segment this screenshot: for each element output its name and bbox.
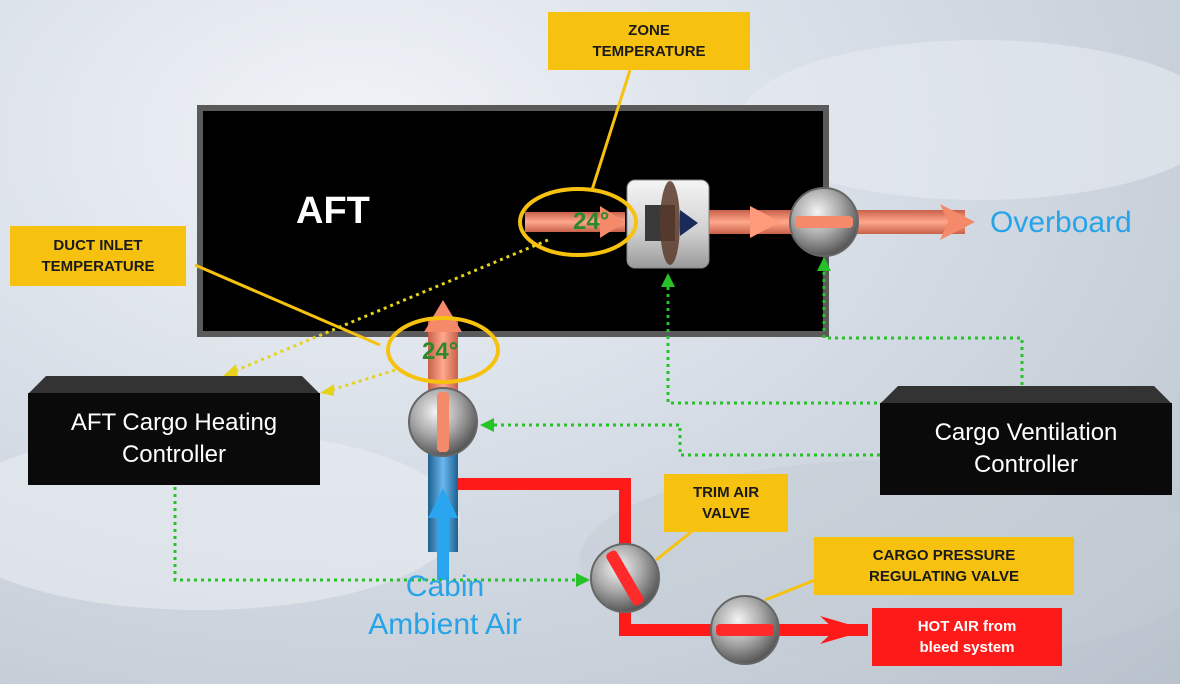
trim-air-valve-icon[interactable] xyxy=(590,543,660,613)
cprv-callout-leader xyxy=(764,576,821,602)
trim-air-valve-callout: TRIM AIR VALVE xyxy=(664,474,788,532)
vent-to-outflow-signal xyxy=(822,262,1024,385)
fan-signal-arrowhead xyxy=(661,273,675,287)
heating-signal-arrowhead xyxy=(576,573,590,587)
vent-signal-arrowhead xyxy=(480,418,494,432)
zone-sensor-arrowhead xyxy=(222,364,238,377)
zone-temperature-text: ZONE TEMPERATURE xyxy=(592,22,706,60)
duct-inlet-temperature-callout: DUCT INLET TEMPERATURE xyxy=(10,226,186,286)
fan-icon xyxy=(626,179,710,269)
cabin-ambient-air-label: Cabin Ambient Air xyxy=(340,568,550,644)
cprv-callout: CARGO PRESSURE REGULATING VALVE xyxy=(814,537,1074,595)
zone-sensor-signal xyxy=(224,238,549,377)
zone-temperature-callout: ZONE TEMPERATURE xyxy=(548,12,750,70)
vent-to-fan-signal xyxy=(666,278,905,405)
outflow-arrowhead xyxy=(750,206,780,238)
cabin-air-arrowhead xyxy=(428,488,458,518)
zone-temp-sensor xyxy=(518,187,638,257)
duct-callout-leader xyxy=(194,263,381,347)
heating-controller-label: AFT Cargo Heating Controller xyxy=(70,409,278,468)
cabin-air-arrow-shaft xyxy=(437,510,449,580)
ventilation-controller-top xyxy=(880,386,1172,404)
zone-callout-leader xyxy=(590,69,632,191)
hot-air-text: HOT AIR from bleed system xyxy=(917,618,1017,656)
cabin-air-valve-icon[interactable] xyxy=(408,387,478,457)
cargo-ventilation-controller[interactable]: Cargo Ventilation Controller xyxy=(880,403,1172,495)
outflow-valve-icon[interactable] xyxy=(789,187,859,257)
heating-to-trim-signal xyxy=(173,487,585,582)
cprv-text: CARGO PRESSURE REGULATING VALVE xyxy=(869,547,1019,585)
ventilation-controller-label: Cargo Ventilation Controller xyxy=(934,419,1118,478)
hot-air-source-box: HOT AIR from bleed system xyxy=(872,608,1062,666)
zone-air-arrowhead xyxy=(600,206,625,238)
trim-air-valve-text: TRIM AIR VALVE xyxy=(692,484,760,522)
duct-sensor-arrowhead xyxy=(320,384,334,396)
overboard-label: Overboard xyxy=(990,206,1132,239)
pressure-regulating-valve-icon[interactable] xyxy=(710,595,780,665)
compartment-label: AFT xyxy=(296,190,370,232)
cabin-ambient-air-text: Cabin Ambient Air xyxy=(368,570,522,641)
cloud-shape xyxy=(740,40,1180,200)
duct-temp-sensor xyxy=(386,316,500,384)
duct-inlet-temperature-text: DUCT INLET TEMPERATURE xyxy=(41,237,155,275)
zone-temperature-reading: 24° xyxy=(573,208,610,235)
duct-sensor-signal xyxy=(324,368,396,394)
duct-temperature-reading: 24° xyxy=(422,338,459,365)
heating-controller-top xyxy=(28,376,320,394)
aft-cargo-heating-controller[interactable]: AFT Cargo Heating Controller xyxy=(28,393,320,485)
hot-air-arrowhead xyxy=(820,616,868,644)
outflow-signal-arrowhead xyxy=(817,257,831,271)
overboard-arrowhead xyxy=(940,204,975,240)
vent-to-cabin-valve-signal xyxy=(485,423,880,457)
